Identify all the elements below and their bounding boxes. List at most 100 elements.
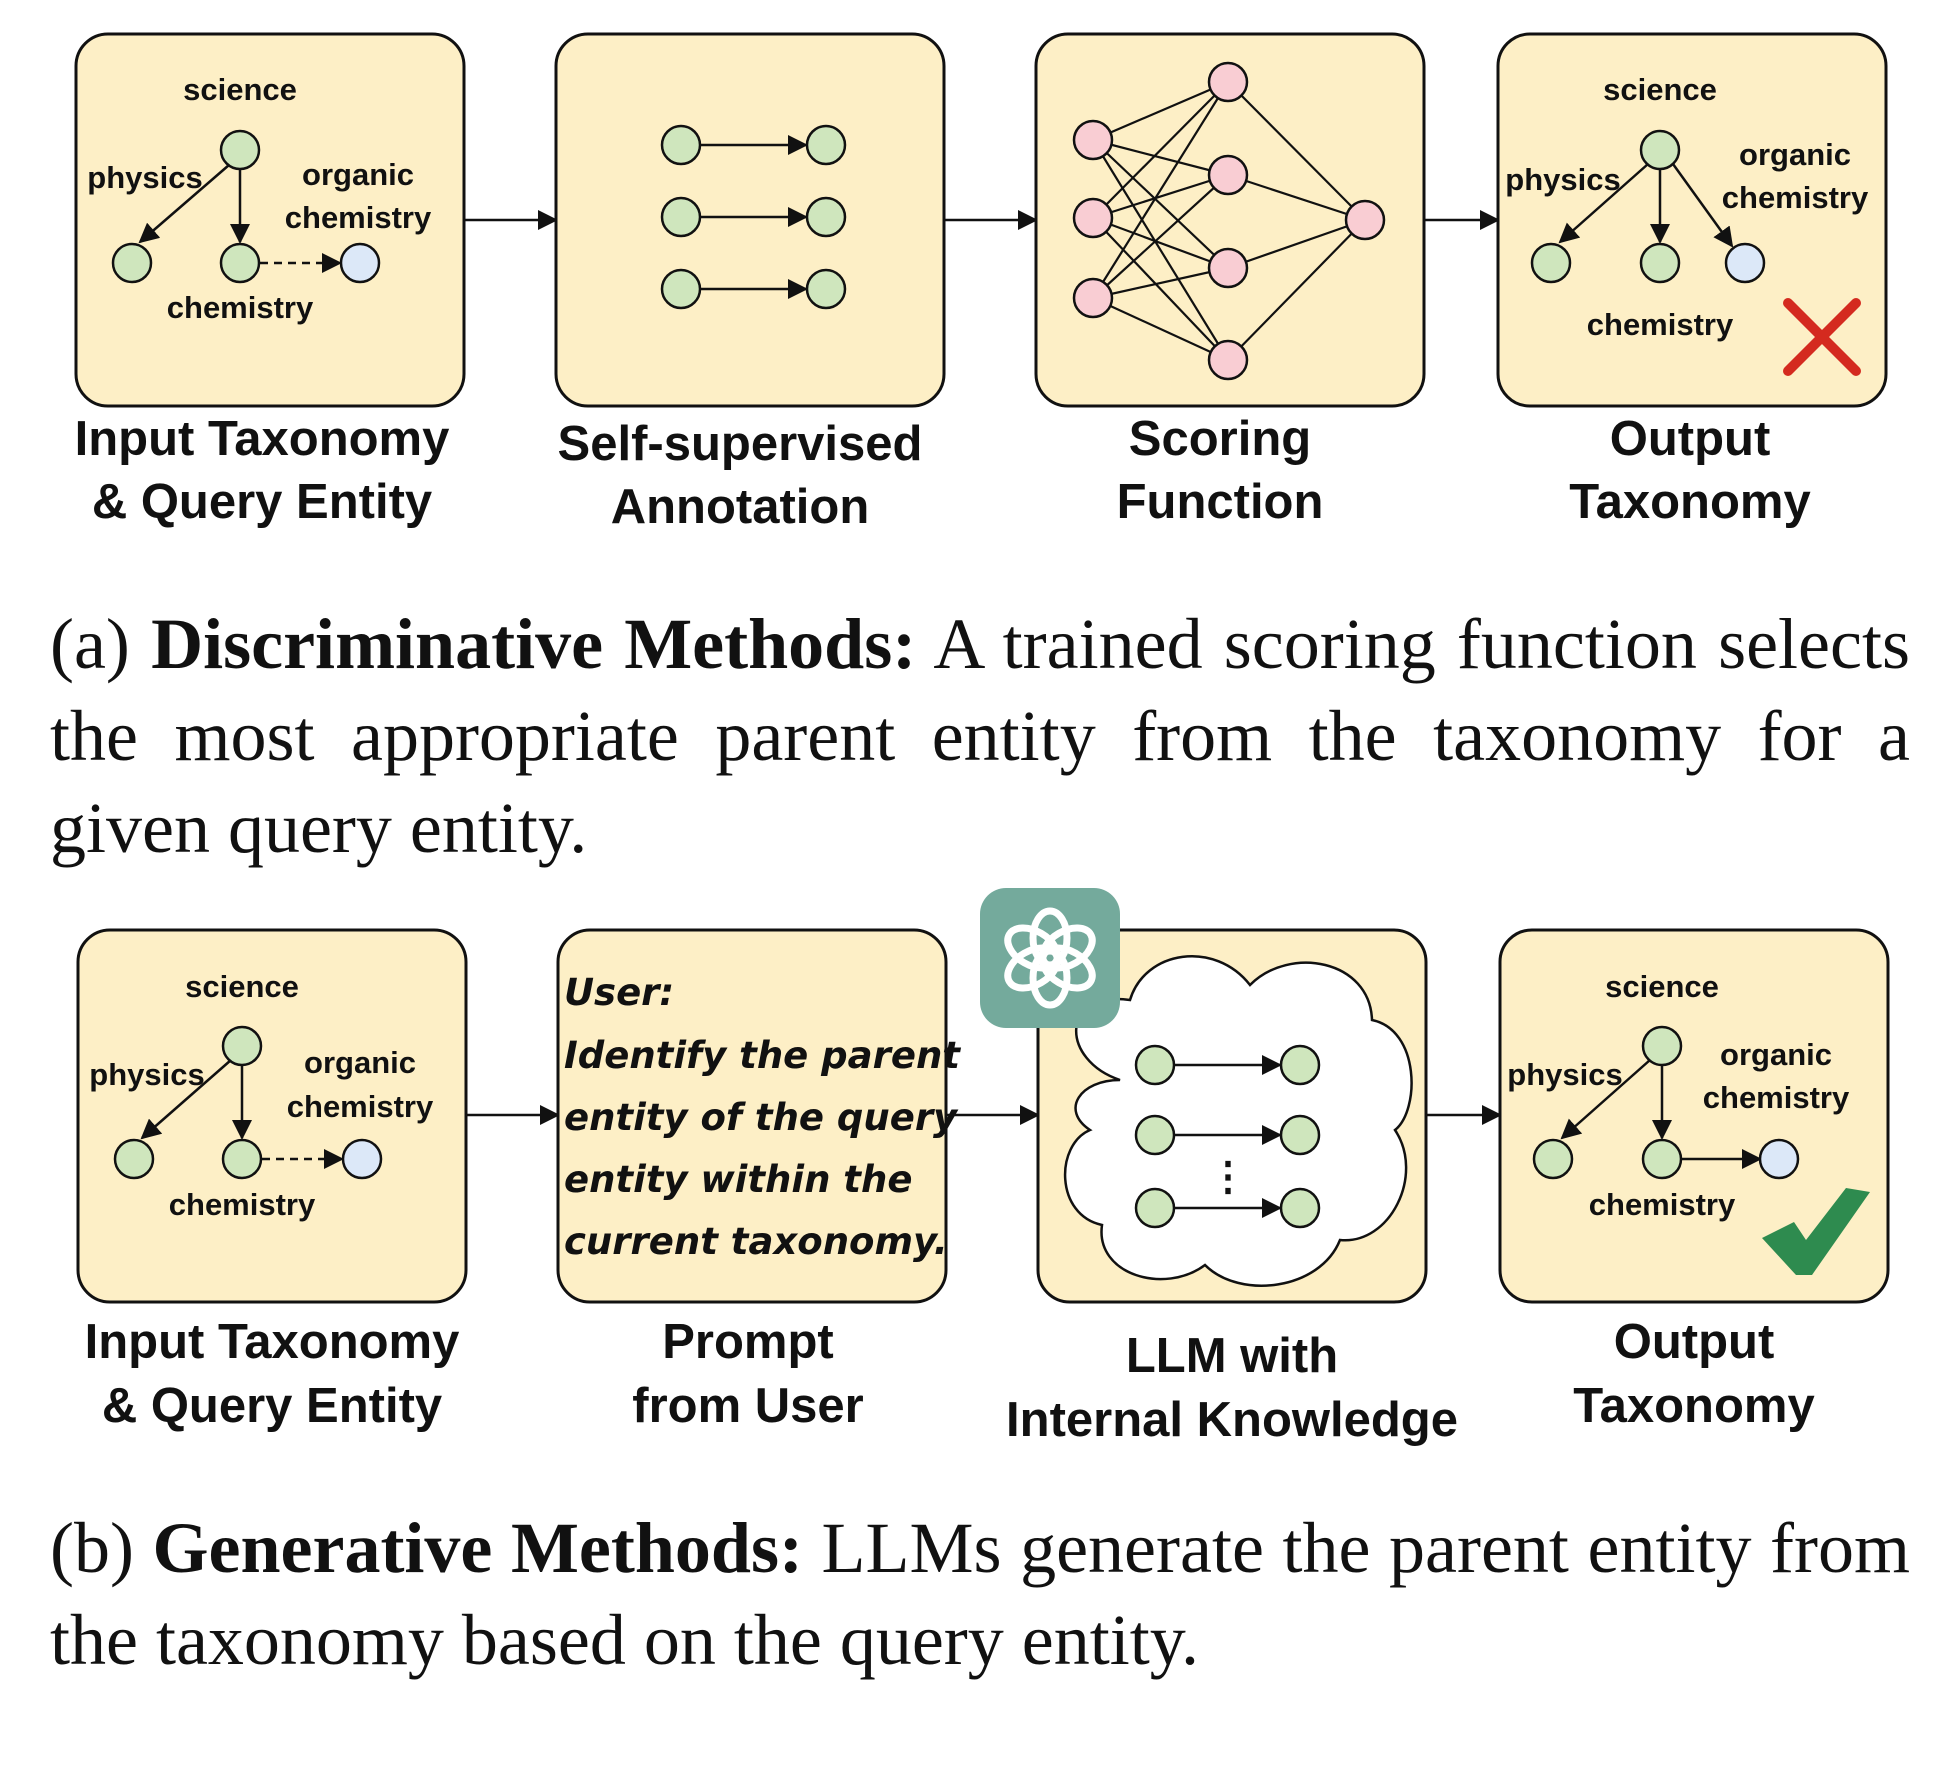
annotation-box	[554, 32, 946, 408]
stage-label-input-2: & Query Entity	[102, 1379, 442, 1433]
query-node	[341, 1138, 383, 1180]
caption-b-text: LLMs generate the parent entity from the…	[50, 1508, 1910, 1680]
network-neuron	[1072, 119, 1114, 161]
node-label-physics: physics	[1507, 1057, 1622, 1092]
stage-label-prompt-2: from User	[632, 1379, 863, 1433]
stage-label-input-1: Input Taxonomy	[85, 1315, 460, 1369]
node-label-chemistry: chemistry	[169, 1187, 316, 1222]
node-chemistry	[219, 242, 261, 284]
pair-row	[660, 196, 847, 238]
node-label-physics: physics	[89, 1057, 204, 1092]
node-label-science: science	[1605, 969, 1719, 1004]
node-label-chemistry: chemistry	[1587, 307, 1734, 342]
network-edge	[1092, 173, 1229, 220]
input-taxonomy-box-b: science physics organic chemistry chemis…	[76, 928, 468, 1304]
network-neuron	[1207, 154, 1249, 196]
pair-row	[660, 268, 847, 310]
network-edge	[1092, 81, 1229, 299]
llm-box: ⋮	[1036, 928, 1428, 1304]
network-edge	[1227, 173, 1366, 222]
box-frame	[1498, 928, 1890, 1304]
network-edges	[1092, 80, 1366, 361]
query-node	[339, 242, 381, 284]
prompt-line: entity of the query	[564, 1096, 959, 1139]
node-label-organic: organic	[1720, 1037, 1832, 1072]
caption-b: (b) Generative Methods: LLMs generate th…	[50, 1502, 1910, 1686]
node-label-physics: physics	[87, 160, 202, 195]
node-chemistry	[1641, 1138, 1683, 1180]
stage-label-llm-1: LLM with	[1126, 1329, 1338, 1383]
network-edge	[1227, 219, 1366, 361]
node-physics	[113, 1138, 155, 1180]
node-label-science: science	[1603, 72, 1717, 107]
stage-label-prompt-1: Prompt	[662, 1315, 834, 1369]
network-edge	[1092, 174, 1229, 299]
ellipsis: ⋮	[1208, 1155, 1248, 1199]
node-label-chemistry: chemistry	[1589, 1187, 1736, 1222]
node-physics	[111, 242, 153, 284]
network-edge	[1227, 218, 1366, 270]
node-label-organic: organic	[302, 157, 414, 192]
node-label-chemistry-2: chemistry	[1722, 180, 1869, 215]
stage-label-output-1: Output	[1610, 412, 1771, 466]
openai-logo-icon	[980, 888, 1120, 1028]
query-node	[1758, 1138, 1800, 1180]
network-neuron	[1344, 199, 1386, 241]
node-science	[221, 1025, 263, 1067]
prompt-line: Identify the parent	[564, 1034, 961, 1077]
edge	[140, 1059, 232, 1140]
network-edge	[1092, 217, 1229, 361]
node-label-science: science	[183, 72, 297, 107]
output-taxonomy-box-b: science physics organic chemistry chemis…	[1498, 928, 1890, 1304]
prompt-line: current taxonomy.	[564, 1220, 948, 1263]
stage-label-scoring-1: Scoring	[1129, 412, 1311, 466]
edge	[1671, 163, 1734, 248]
node-label-chemistry: chemistry	[167, 290, 314, 325]
network-neuron	[1072, 197, 1114, 239]
stage-label-output-2: Taxonomy	[1573, 1379, 1814, 1433]
stage-label-output-1: Output	[1614, 1315, 1775, 1369]
node-science	[219, 129, 261, 171]
node-label-chemistry-2: chemistry	[287, 1089, 434, 1124]
pair-row	[1134, 1044, 1321, 1086]
network-neuron	[1207, 339, 1249, 381]
stage-label-input-1: Input Taxonomy	[75, 412, 450, 466]
stage-label-output-2: Taxonomy	[1569, 475, 1810, 529]
prompt-box: User: Identify the parent entity of the …	[556, 928, 961, 1304]
caption-a-title: Discriminative Methods:	[151, 604, 917, 684]
node-physics	[1530, 242, 1572, 284]
pair-row	[1134, 1187, 1321, 1229]
network-edge	[1092, 81, 1229, 219]
edge	[1560, 1059, 1651, 1140]
checkmark-icon	[1762, 1188, 1870, 1275]
pair-row	[660, 124, 847, 166]
prompt-line: entity within the	[564, 1158, 912, 1201]
network-edge	[1227, 81, 1366, 221]
network-edge	[1092, 139, 1229, 269]
node-science	[1641, 1025, 1683, 1067]
node-label-chemistry-2: chemistry	[285, 200, 432, 235]
input-taxonomy-box-a: science physics organic chemistry chemis…	[74, 32, 466, 408]
stage-label-input-2: & Query Entity	[92, 475, 432, 529]
node-chemistry	[221, 1138, 263, 1180]
network-edge	[1092, 216, 1229, 270]
network-neuron	[1207, 61, 1249, 103]
network-neuron	[1072, 277, 1114, 319]
stage-label-annotation-1: Self-supervised	[558, 417, 923, 471]
caption-a-prefix: (a)	[50, 604, 152, 684]
network-edge	[1092, 297, 1229, 361]
edge	[138, 164, 230, 244]
caption-a: (a) Discriminative Methods: A trained sc…	[50, 598, 1910, 874]
box-frame	[554, 32, 946, 408]
node-label-organic: organic	[1739, 137, 1851, 172]
node-chemistry	[1639, 242, 1681, 284]
panel-b: science physics organic chemistry chemis…	[76, 888, 1890, 1447]
node-physics	[1532, 1138, 1574, 1180]
network-neuron	[1207, 247, 1249, 289]
network-edge	[1092, 266, 1229, 300]
node-label-organic: organic	[304, 1045, 416, 1080]
caption-a-text: A trained scoring function selects the m…	[50, 604, 1910, 868]
box-frame	[1496, 32, 1888, 408]
pair-row	[1134, 1114, 1321, 1156]
